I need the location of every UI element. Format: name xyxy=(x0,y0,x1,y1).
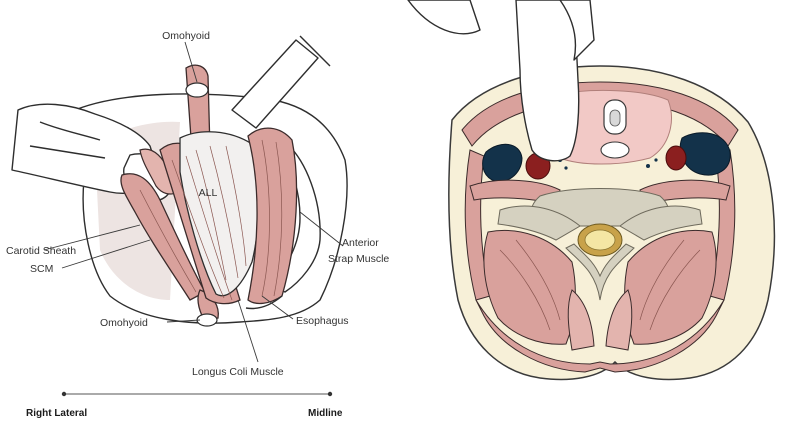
surgical-exposure-drawing xyxy=(12,36,347,326)
label-all: ALL xyxy=(199,187,218,199)
orientation-axis xyxy=(62,392,332,396)
label-omohyoid-bottom: Omohyoid xyxy=(100,317,148,329)
label-longus-coli-muscle: Longus Coli Muscle xyxy=(192,366,284,378)
axial-cross-section xyxy=(408,0,774,379)
axis-label-midline: Midline xyxy=(308,408,343,419)
label-esophagus: Esophagus xyxy=(296,315,349,327)
label-strap-muscle: Strap Muscle xyxy=(328,253,389,265)
label-carotid-sheath: Carotid Sheath xyxy=(6,245,76,257)
label-anterior: Anterior xyxy=(342,237,379,249)
label-scm: SCM xyxy=(30,263,53,275)
label-omohyoid-top: Omohyoid xyxy=(162,30,210,42)
axis-label-right-lateral: Right Lateral xyxy=(26,408,87,419)
